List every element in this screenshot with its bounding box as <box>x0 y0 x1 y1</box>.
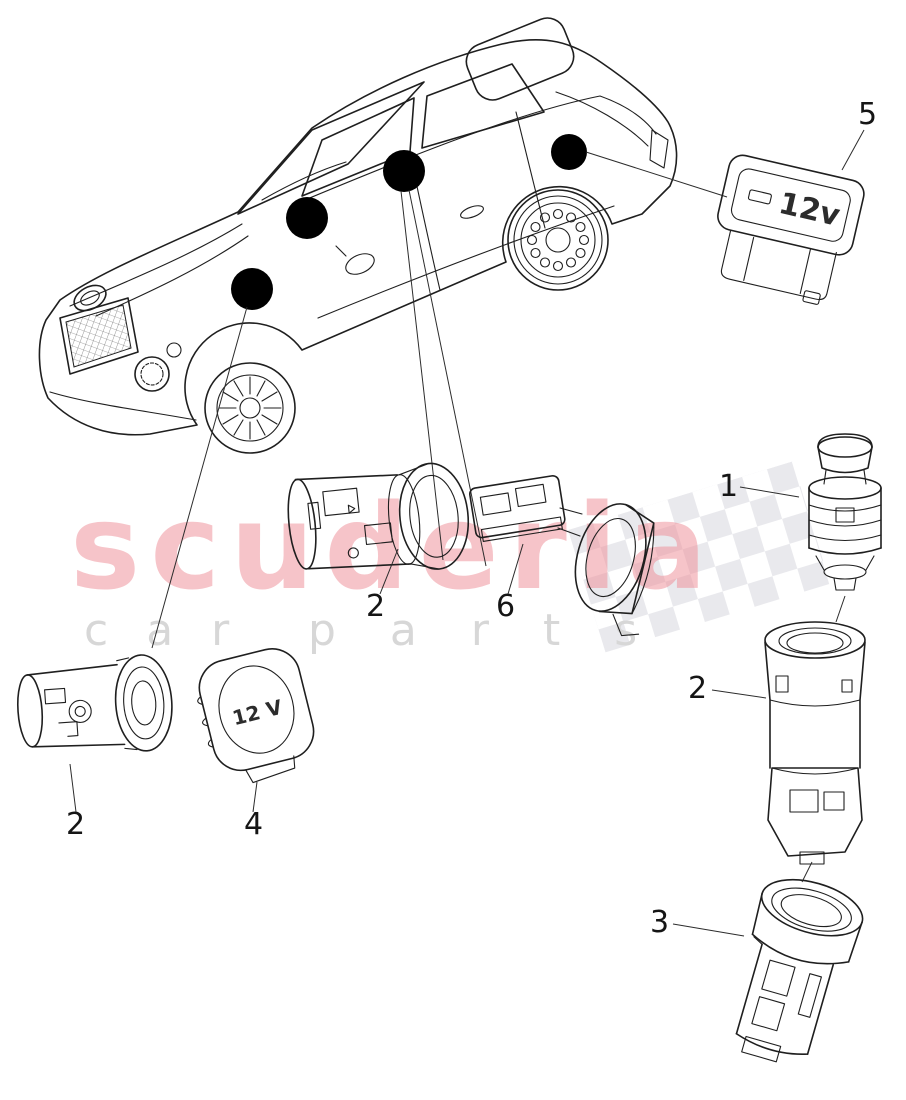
outlet-cover-label: 12v <box>775 186 843 234</box>
part-cover-cap: 12 V <box>197 648 315 784</box>
callout-2-right: 2 <box>688 671 707 706</box>
callout-6: 6 <box>496 589 515 624</box>
part-socket-housing-lower <box>735 861 864 1063</box>
rear-window <box>465 17 575 101</box>
watermark: scuderia car parts <box>70 478 707 656</box>
headlamp <box>134 356 170 392</box>
part-outlet-cover: 12v <box>717 154 865 305</box>
marker-leader-lines <box>151 151 728 649</box>
location-marker-front-door <box>286 197 328 239</box>
grille <box>59 297 139 375</box>
headlamp <box>73 284 107 312</box>
location-markers <box>231 134 587 310</box>
front-wheel <box>204 362 296 454</box>
car-illustration <box>38 17 678 454</box>
callouts: 5 1 2 6 2 2 4 3 <box>66 97 877 940</box>
callout-3: 3 <box>650 905 669 940</box>
callout-5: 5 <box>858 97 877 132</box>
part-socket-housing-center <box>287 462 470 570</box>
callout-1: 1 <box>719 469 738 504</box>
location-marker-roof <box>383 150 425 192</box>
part-connector <box>468 474 655 637</box>
callout-2-center: 2 <box>366 589 385 624</box>
rear-wheel <box>507 189 609 291</box>
part-socket-assembly-left <box>16 654 173 752</box>
location-marker-rear <box>551 134 587 170</box>
watermark-word-parts: parts <box>308 605 691 656</box>
cap-label: 12 V <box>230 695 285 731</box>
watermark-word-car: car <box>84 605 267 656</box>
front-door-window <box>301 97 415 197</box>
part-socket-housing-right <box>764 621 866 865</box>
rear-door-window <box>421 63 545 149</box>
windshield <box>237 81 425 215</box>
part-lighter-element <box>808 433 882 623</box>
side-mirror <box>345 253 375 275</box>
door-handle <box>460 205 484 219</box>
location-marker-dash <box>231 268 273 310</box>
callout-2-left: 2 <box>66 807 85 842</box>
callout-4: 4 <box>244 807 263 842</box>
